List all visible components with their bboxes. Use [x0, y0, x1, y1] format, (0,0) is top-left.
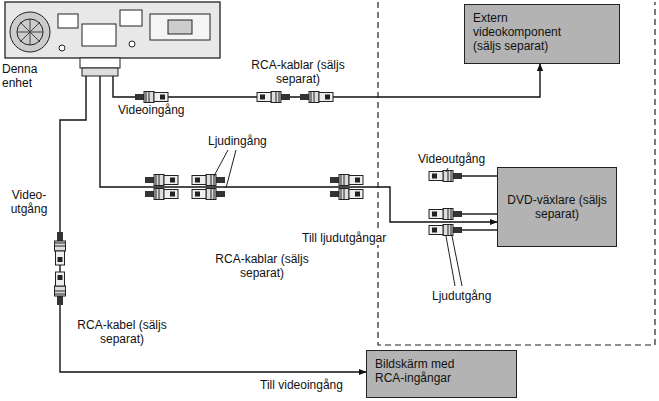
cable-connector	[60, 58, 366, 372]
audio-plugs-part	[330, 175, 363, 186]
head-unit-part	[10, 12, 50, 52]
audio-plugs-part	[192, 175, 225, 186]
dvd-plugs-part	[462, 213, 497, 214]
video-output-plugs	[55, 232, 66, 305]
component-box: DVD-växlare (säljs separat)	[497, 167, 617, 247]
head-unit	[5, 2, 220, 58]
dvd-plugs-part	[429, 225, 462, 236]
leader-lines-part	[214, 150, 228, 176]
edge-label: Till ljudutgångar	[300, 231, 388, 245]
head-unit-part	[120, 10, 142, 26]
dvd-plugs-part	[462, 175, 497, 176]
connector-label: Ljudutgång	[432, 289, 522, 303]
audio-plugs-part	[145, 189, 178, 200]
box-text: DVD-växlare (säljs separat)	[507, 193, 607, 221]
audio-plugs-part	[192, 189, 225, 200]
dvd-plugs-part	[462, 229, 497, 230]
head-unit-part	[150, 14, 210, 40]
leader-lines-part	[452, 236, 462, 286]
leader-lines-part	[226, 150, 236, 188]
audio-plugs-part	[145, 175, 178, 186]
edge-label: Till videoingång	[258, 378, 345, 392]
video-input-plugs-part	[257, 92, 290, 103]
cable-connector	[100, 58, 497, 222]
video-input-plugs	[135, 92, 333, 103]
wire-harness-part	[80, 58, 120, 68]
head-unit-part	[17, 19, 43, 45]
dvd-plugs-part	[429, 171, 462, 182]
connector-label: Ljudingång	[208, 134, 288, 148]
head-unit: Denna enhet	[5, 2, 220, 58]
audio-plugs-part	[330, 189, 363, 200]
dashed-region-part	[378, 2, 655, 345]
video-input-plugs-part	[300, 92, 333, 103]
connector-label: Videoutgång	[418, 152, 508, 166]
head-unit-part	[59, 45, 65, 51]
video-output-plugs-part	[55, 232, 66, 265]
head-unit-part	[58, 14, 78, 28]
cable-label: RCA-kabel (säljs separat)	[72, 318, 172, 346]
cable-label: RCA-kablar (säljs separat)	[212, 252, 312, 280]
wire-harness	[80, 58, 120, 76]
connector-label: Videoingång	[118, 103, 208, 117]
leader-lines-part	[446, 168, 448, 172]
component-box: Extern videokomponent (säljs separat)	[464, 4, 620, 64]
dashed-region	[378, 2, 655, 345]
video-output-plugs-part	[55, 272, 66, 305]
head-unit-part	[5, 2, 220, 58]
unit-label: Denna enhet	[2, 62, 52, 90]
head-unit-part	[82, 24, 116, 46]
head-unit-part	[168, 20, 192, 34]
connector-label: Video- utgång	[5, 188, 53, 216]
wire-harness-part	[82, 68, 118, 76]
dvd-plugs-part	[429, 209, 462, 220]
audio-plugs	[145, 175, 363, 200]
box-text: Bildskärm med RCA-ingångar	[375, 357, 475, 385]
dvd-plugs	[429, 171, 497, 236]
video-input-plugs-part	[135, 92, 168, 103]
head-unit-part	[129, 41, 135, 47]
box-text: Extern videokomponent (säljs separat)	[473, 11, 583, 53]
head-unit-part	[17, 19, 43, 45]
component-box: Bildskärm med RCA-ingångar	[366, 350, 517, 398]
cable-label: RCA-kablar (säljs separat)	[248, 58, 348, 86]
